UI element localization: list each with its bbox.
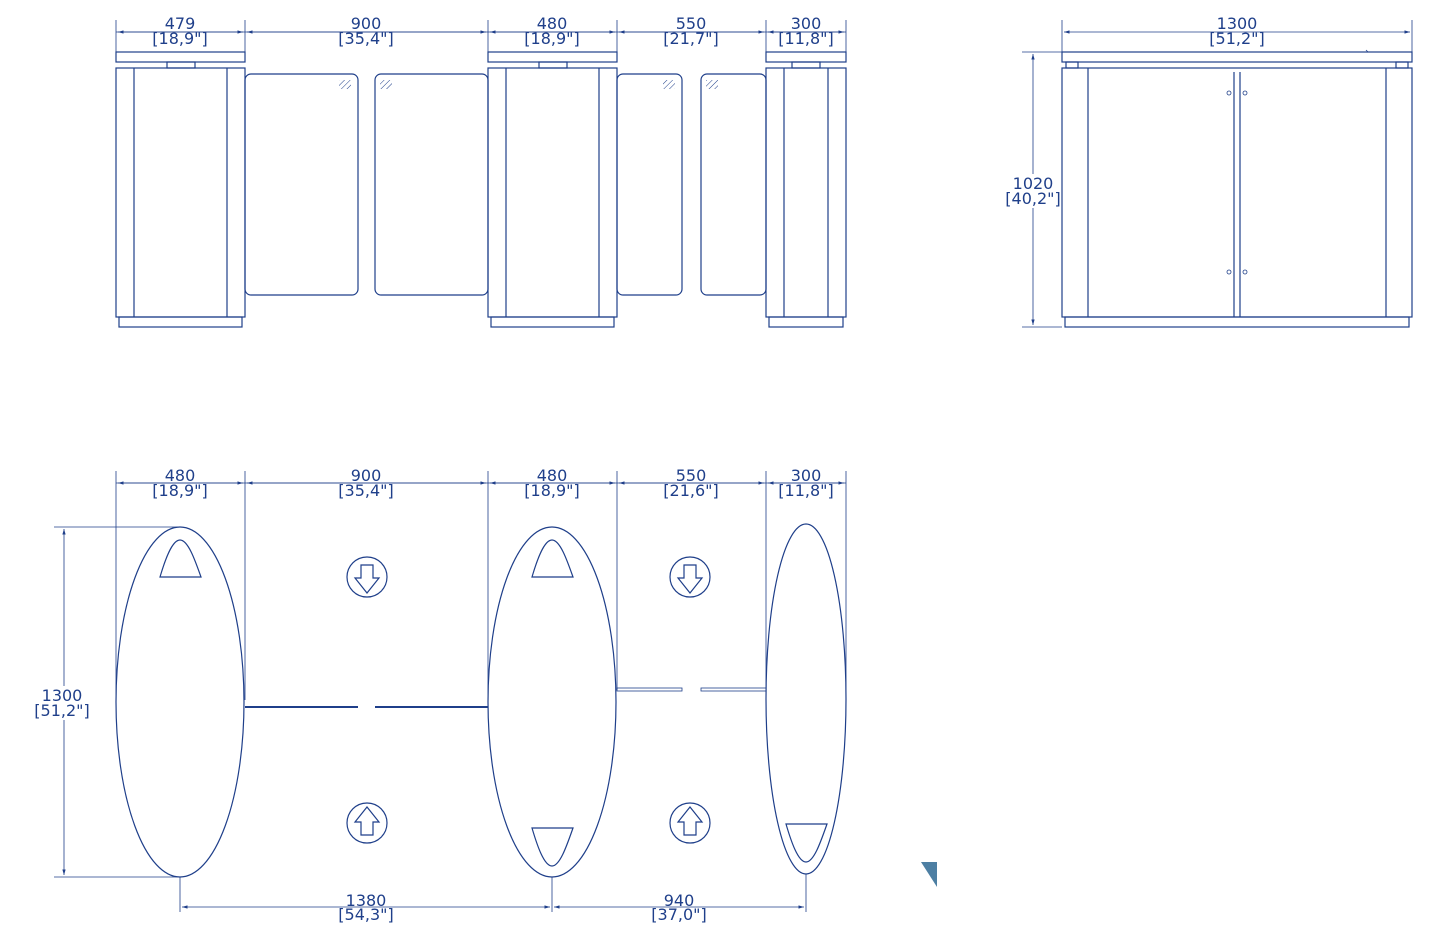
front-dim-4-in: [21,7"] [663, 29, 718, 48]
top-cabinet-1 [115, 526, 245, 878]
side-cabinet [1061, 49, 1413, 328]
top-dimension-chain: 480 [18,9"] 900 [35,4"] 480 [18,9"] 550 … [115, 466, 847, 700]
top-dim-5-mm: 300 [791, 466, 822, 485]
pitch-1-in: [54,3"] [338, 905, 393, 924]
front-dim-2-in: [35,4"] [338, 29, 393, 48]
arrow-up-icon [669, 802, 711, 844]
top-dim-2-mm: 900 [351, 466, 382, 485]
front-dim-5-in: [11,8"] [778, 29, 833, 48]
top-view: 480 [18,9"] 900 [35,4"] 480 [18,9"] 550 … [34, 466, 847, 924]
top-depth-in: [51,2"] [34, 701, 89, 720]
top-pitch-dimension: 1380 [54,3"] 940 [37,0"] [179, 874, 807, 924]
front-glass-wing-3 [616, 73, 683, 296]
top-dim-4-in: [21,6"] [663, 481, 718, 500]
front-cabinet-2 [487, 51, 618, 328]
front-view: 479 [18,9"] 900 [35,4"] 480 [18,9"] 550 … [115, 14, 847, 328]
corner-marker-icon [921, 862, 937, 887]
top-dim-1-in: [18,9"] [152, 481, 207, 500]
top-depth-mm: 1300 [42, 686, 83, 705]
side-width-dimension: 1300 [51,2"] [1061, 14, 1413, 52]
top-dim-3-mm: 480 [537, 466, 568, 485]
front-glass-wing-2 [374, 73, 489, 296]
side-height-in: [40,2"] [1005, 189, 1060, 208]
top-cabinet-3 [765, 523, 847, 875]
pitch-2-mm: 940 [664, 891, 695, 910]
arrow-down-icon [346, 556, 388, 598]
arrow-up-icon [346, 802, 388, 844]
top-wings-lane-2 [616, 687, 767, 692]
pitch-1-mm: 1380 [346, 891, 387, 910]
front-dim-3-in: [18,9"] [524, 29, 579, 48]
front-dim-5-mm: 300 [791, 14, 822, 33]
front-glass-wing-1 [244, 73, 359, 296]
top-dim-4-mm: 550 [676, 466, 707, 485]
top-dim-5-in: [11,8"] [778, 481, 833, 500]
arrow-down-icon [669, 556, 711, 598]
top-dim-1-mm: 480 [165, 466, 196, 485]
front-glass-wing-4 [700, 73, 767, 296]
front-dim-1-in: [18,9"] [152, 29, 207, 48]
front-dim-2-mm: 900 [351, 14, 382, 33]
front-dim-1-mm: 479 [165, 14, 196, 33]
top-dim-3-in: [18,9"] [524, 481, 579, 500]
front-cabinet-1 [115, 51, 246, 328]
front-dimension-chain: 479 [18,9"] 900 [35,4"] 480 [18,9"] 550 … [115, 14, 847, 52]
front-dim-3-mm: 480 [537, 14, 568, 33]
side-width-mm: 1300 [1217, 14, 1258, 33]
side-view: 1300 [51,2"] 1020 [40,2"] [1005, 14, 1413, 328]
side-height-dimension: 1020 [40,2"] [1005, 51, 1062, 328]
top-dim-2-in: [35,4"] [338, 481, 393, 500]
top-cabinet-2 [487, 526, 617, 878]
side-height-mm: 1020 [1013, 174, 1054, 193]
side-width-in: [51,2"] [1209, 29, 1264, 48]
top-depth-dimension: 1300 [51,2"] [34, 526, 180, 878]
front-dim-4-mm: 550 [676, 14, 707, 33]
front-cabinet-3 [765, 51, 847, 328]
pitch-2-in: [37,0"] [651, 905, 706, 924]
